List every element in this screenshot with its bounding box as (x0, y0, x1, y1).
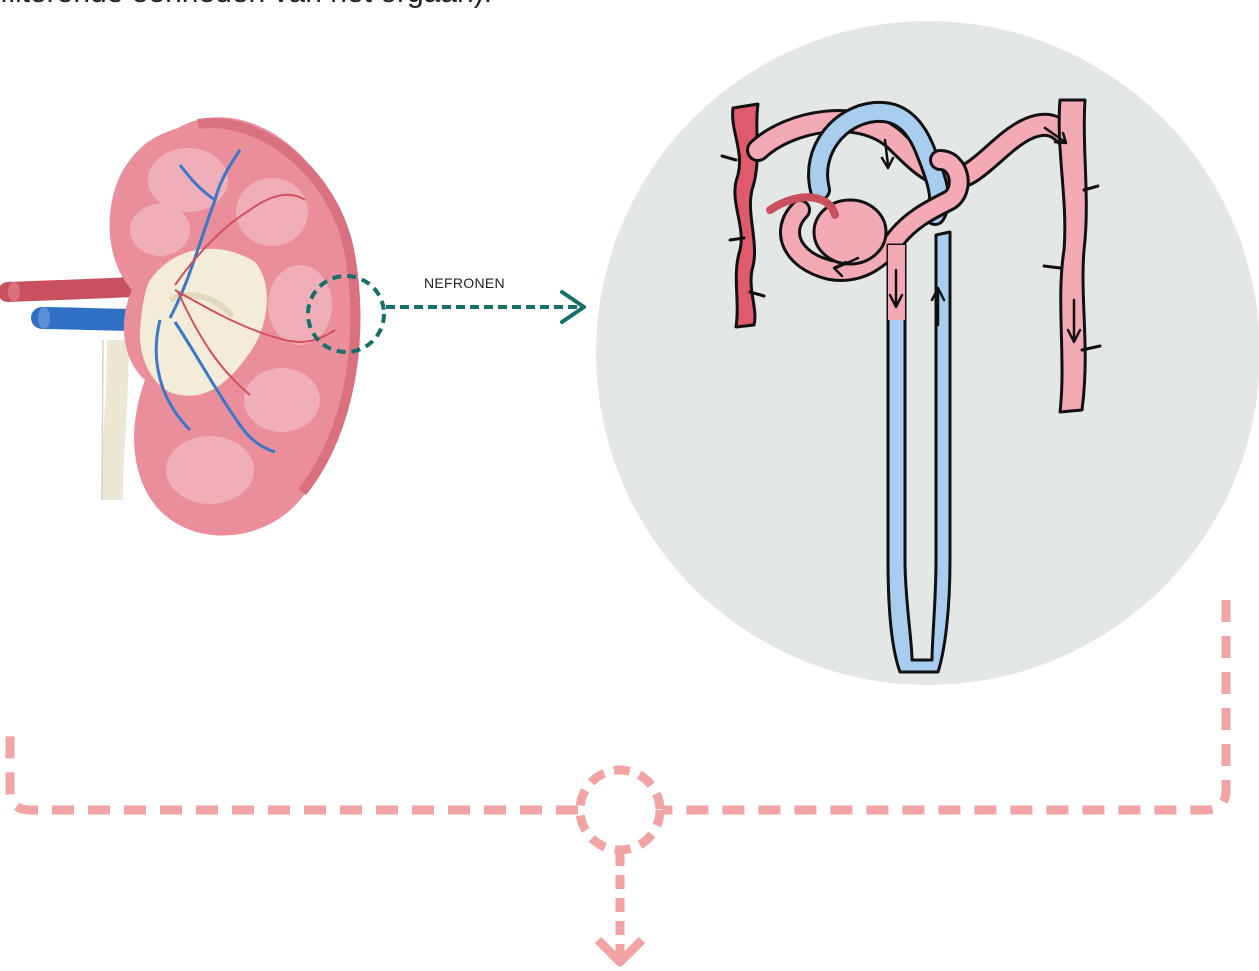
ureter (112, 340, 118, 500)
nefronen-label: NEFRONEN (424, 275, 505, 291)
kidney-illustration (8, 117, 356, 535)
glomerulus (814, 200, 886, 264)
connector-node (580, 770, 660, 850)
nephron-panel (596, 21, 1259, 685)
right-vessel (1059, 100, 1086, 412)
